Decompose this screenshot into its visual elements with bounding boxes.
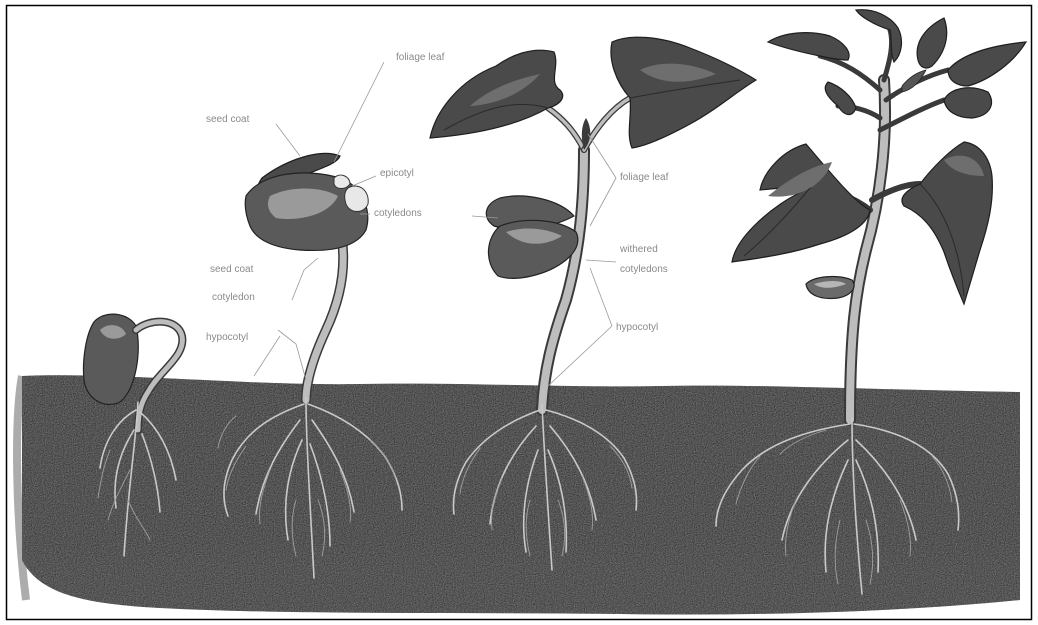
label-withered-line1: withered	[619, 244, 658, 255]
label-foliage-leaf-right: foliage leaf	[620, 172, 669, 183]
label-seed-coat-mid: seed coat	[210, 264, 254, 275]
label-hypocotyl-right: hypocotyl	[616, 322, 658, 333]
label-hypocotyl-left: hypocotyl	[206, 332, 248, 343]
soil	[22, 375, 1020, 614]
label-cotyledons: cotyledons	[374, 208, 422, 219]
label-epicotyl: epicotyl	[380, 168, 414, 179]
label-cotyledon: cotyledon	[212, 292, 255, 303]
label-withered-line2: cotyledons	[620, 264, 668, 275]
epicotyl-bud	[345, 186, 369, 212]
label-seed-coat-top: seed coat	[206, 114, 250, 125]
label-foliage-leaf: foliage leaf	[396, 52, 445, 63]
